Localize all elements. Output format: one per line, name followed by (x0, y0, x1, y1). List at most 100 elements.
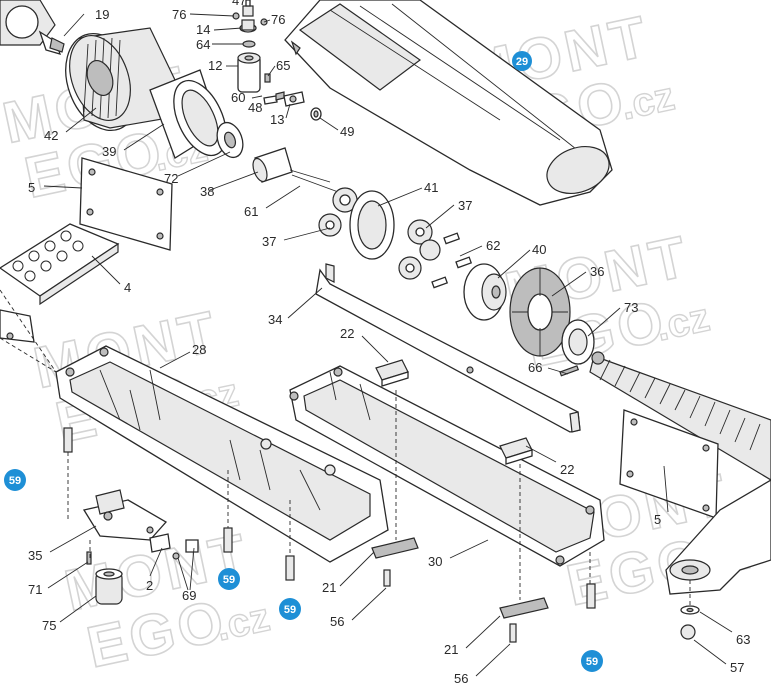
label-66: 66 (528, 360, 542, 375)
motor-housing-42 (65, 27, 176, 132)
label-36: 36 (590, 264, 604, 279)
pin-60 (275, 91, 285, 101)
label-30: 30 (428, 554, 442, 569)
badge-59: 59 (279, 598, 301, 620)
label-28: 28 (192, 342, 206, 357)
pin-65 (264, 73, 271, 83)
label-73: 73 (624, 300, 638, 315)
label-76: 76 (271, 12, 285, 27)
disc-36 (509, 267, 571, 357)
label-5: 5 (654, 512, 661, 527)
label-72: 72 (164, 171, 178, 186)
label-22: 22 (340, 326, 354, 341)
label-19: 19 (95, 7, 109, 22)
washer-49 (310, 107, 322, 121)
label-12: 12 (208, 58, 222, 73)
label-65: 65 (276, 58, 290, 73)
bolt-13 (283, 91, 305, 107)
label-39: 39 (102, 144, 116, 159)
label-38: 38 (200, 184, 214, 199)
end-cap-left (0, 309, 35, 343)
label-13: 13 (270, 112, 284, 127)
label-69: 69 (182, 588, 196, 603)
housing-30 (289, 365, 605, 567)
label-48: 48 (248, 100, 262, 115)
washer-63 (680, 605, 700, 615)
clip-2 (149, 533, 180, 560)
label-4: 4 (124, 280, 131, 295)
label-56: 56 (330, 614, 344, 629)
screw-47 (242, 0, 254, 17)
svg-text:29: 29 (516, 56, 528, 68)
gear-37b (398, 219, 441, 280)
badge-59: 59 (581, 650, 603, 672)
block-22-top (375, 359, 409, 387)
badge-59: 59 (4, 469, 26, 491)
label-60: 60 (231, 90, 245, 105)
label-22: 22 (560, 462, 574, 477)
alignment-line (0, 337, 57, 373)
leader-lines (43, 13, 733, 677)
watermark-text: .cz (617, 74, 678, 128)
plate-5-top (79, 157, 173, 251)
motor-can-39 (149, 69, 227, 159)
bolt-57 (680, 624, 696, 640)
label-56: 56 (454, 671, 468, 684)
bracket-35 (82, 489, 168, 541)
badge-29: 29 (512, 51, 532, 71)
bearing-72 (216, 121, 244, 159)
label-76: 76 (172, 7, 186, 22)
label-37: 37 (262, 234, 276, 249)
alignment-line (0, 289, 57, 373)
pins-62 (431, 232, 473, 289)
washer-64 (242, 40, 256, 48)
label-71: 71 (28, 582, 42, 597)
label-21: 21 (322, 580, 336, 595)
channel-34 (315, 263, 581, 433)
plate-5-right (619, 409, 719, 519)
label-64: 64 (196, 37, 210, 52)
svg-text:59: 59 (223, 574, 235, 586)
pin-48 (263, 95, 278, 105)
label-47: 47 (232, 0, 246, 8)
label-42: 42 (44, 128, 58, 143)
svg-text:59: 59 (9, 475, 21, 487)
slide-21-bottom (499, 597, 549, 619)
label-37: 37 (458, 198, 472, 213)
label-57: 57 (730, 660, 744, 675)
gear-37 (318, 187, 358, 237)
badge-59: 59 (218, 568, 240, 590)
label-21: 21 (444, 642, 458, 657)
label-62: 62 (486, 238, 500, 253)
label-40: 40 (532, 242, 546, 257)
label-61: 61 (244, 204, 258, 219)
bearing-73 (561, 319, 595, 365)
svg-text:59: 59 (284, 604, 296, 616)
label-49: 49 (340, 124, 354, 139)
housing-28 (55, 345, 389, 563)
label-63: 63 (736, 632, 750, 647)
pin-71 (86, 551, 92, 565)
label-2: 2 (146, 578, 153, 593)
cover-29 (284, 0, 613, 206)
slide-21-top (371, 537, 419, 559)
motor-shaft-19 (0, 0, 65, 55)
mount-bracket (665, 479, 771, 595)
svg-text:59: 59 (586, 656, 598, 668)
nut-14 (239, 19, 257, 33)
pad-4 (0, 223, 120, 306)
label-41: 41 (424, 180, 438, 195)
carrier-41 (349, 190, 395, 260)
sleeve-12 (237, 52, 261, 93)
part-labels: 19 76 47 76 14 64 12 65 60 48 13 49 42 3… (28, 0, 750, 684)
hub-40 (463, 263, 507, 321)
label-5: 5 (28, 180, 35, 195)
label-14: 14 (196, 22, 210, 37)
label-35: 35 (28, 548, 42, 563)
screws-56 (383, 569, 517, 643)
worm-screw (589, 351, 771, 481)
bushing-75 (95, 568, 123, 605)
label-75: 75 (42, 618, 56, 633)
